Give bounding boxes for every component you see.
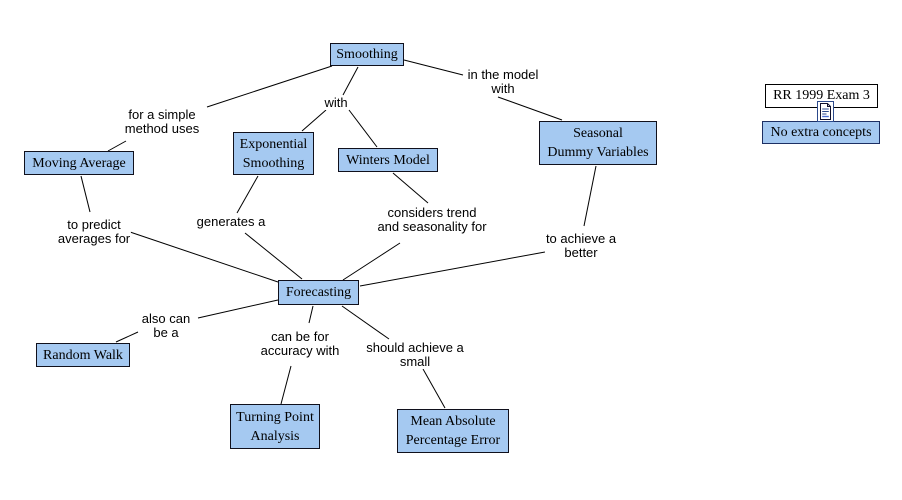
edge-line [308,305,314,324]
concept-node-mean-absolute-percentage-error[interactable]: Mean Absolute Percentage Error [397,409,509,453]
edge-line [129,231,279,283]
edge-line [403,59,464,76]
linking-phrase[interactable]: to predict averages for [56,217,132,246]
edge-line [206,65,333,108]
linking-phrase[interactable]: generates a [195,214,267,229]
edge-line [359,251,546,287]
concept-node-exponential-smoothing[interactable]: Exponential Smoothing [233,132,314,175]
concept-node-winters-model[interactable]: Winters Model [338,148,438,172]
edge-line [497,96,563,121]
edge-line [583,165,597,227]
edge-line [197,299,279,319]
linking-phrase[interactable]: should achieve a small [365,340,465,369]
concept-node-seasonal-dummy-variables[interactable]: Seasonal Dummy Variables [539,121,657,165]
concept-node-smoothing[interactable]: Smoothing [330,43,404,66]
edge-line [115,331,139,343]
document-icon-glyph [820,103,831,120]
edge-line [301,109,327,132]
edge-line [341,305,390,340]
linking-phrase[interactable]: also can be a [140,311,192,340]
edge-line [236,175,259,214]
edge-line [342,242,401,281]
edge-line [392,172,429,204]
linking-phrase[interactable]: considers trend and seasonality for [376,205,488,234]
edge-line [422,368,446,409]
concept-node-moving-average[interactable]: Moving Average [24,151,134,175]
edge-line [280,365,292,405]
concept-node-turning-point-analysis[interactable]: Turning Point Analysis [230,404,320,449]
linking-phrase[interactable]: for a simple method uses [123,107,201,136]
no-extra-concepts-node[interactable]: No extra concepts [762,121,880,144]
linking-phrase[interactable]: can be for accuracy with [259,329,341,358]
edge-line [342,66,359,96]
concept-node-forecasting[interactable]: Forecasting [278,280,359,305]
edge-line [80,175,91,213]
edge-line [107,140,127,152]
linking-phrase[interactable]: to achieve a better [544,231,618,260]
linking-phrase[interactable]: with [323,95,349,110]
document-icon[interactable] [817,101,834,122]
edge-line [348,109,378,148]
linking-phrase[interactable]: in the model with [466,67,540,96]
concept-node-random-walk[interactable]: Random Walk [36,343,130,367]
edge-line [244,232,303,280]
